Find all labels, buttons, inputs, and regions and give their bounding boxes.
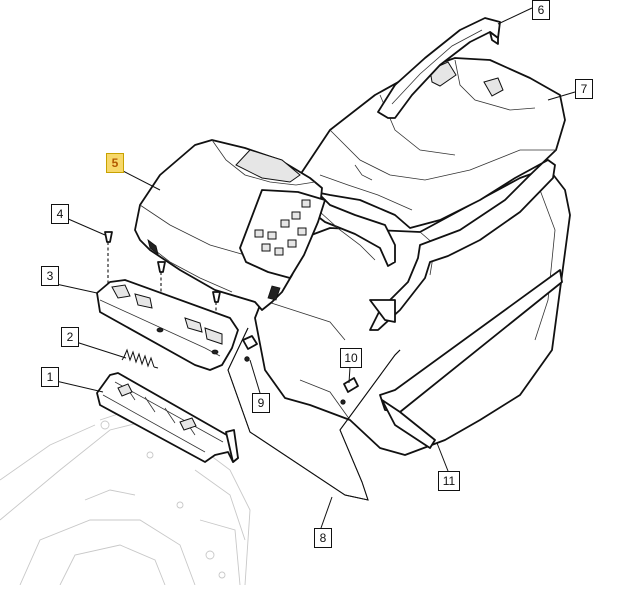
top-cover-part-5 bbox=[134, 139, 326, 311]
callout-11: 11 bbox=[438, 471, 460, 491]
callout-4: 4 bbox=[51, 204, 69, 224]
callout-7: 7 bbox=[575, 79, 593, 99]
callout-10: 10 bbox=[340, 348, 362, 368]
callout-1: 1 bbox=[41, 367, 59, 387]
rear-bag-housing bbox=[299, 57, 566, 331]
callout-6: 6 bbox=[532, 0, 550, 20]
hinge-plate-part-1 bbox=[96, 372, 239, 463]
leader-lines bbox=[55, 7, 576, 529]
clip-part-9 bbox=[242, 335, 258, 362]
hinge-bracket-part-3 bbox=[96, 279, 239, 371]
bag-wire-frame bbox=[227, 327, 401, 501]
mower-deck-ghost bbox=[0, 409, 251, 586]
clip-part-10 bbox=[340, 377, 359, 405]
spring-part-2 bbox=[121, 348, 159, 369]
callout-5: 5 bbox=[106, 153, 124, 173]
callout-9: 9 bbox=[252, 393, 270, 413]
callout-2: 2 bbox=[61, 327, 79, 347]
callout-3: 3 bbox=[41, 266, 59, 286]
callout-8: 8 bbox=[314, 528, 332, 548]
bag-handle bbox=[377, 17, 501, 119]
screws-part-4 bbox=[104, 231, 221, 342]
bag-frame-strip bbox=[379, 269, 563, 449]
